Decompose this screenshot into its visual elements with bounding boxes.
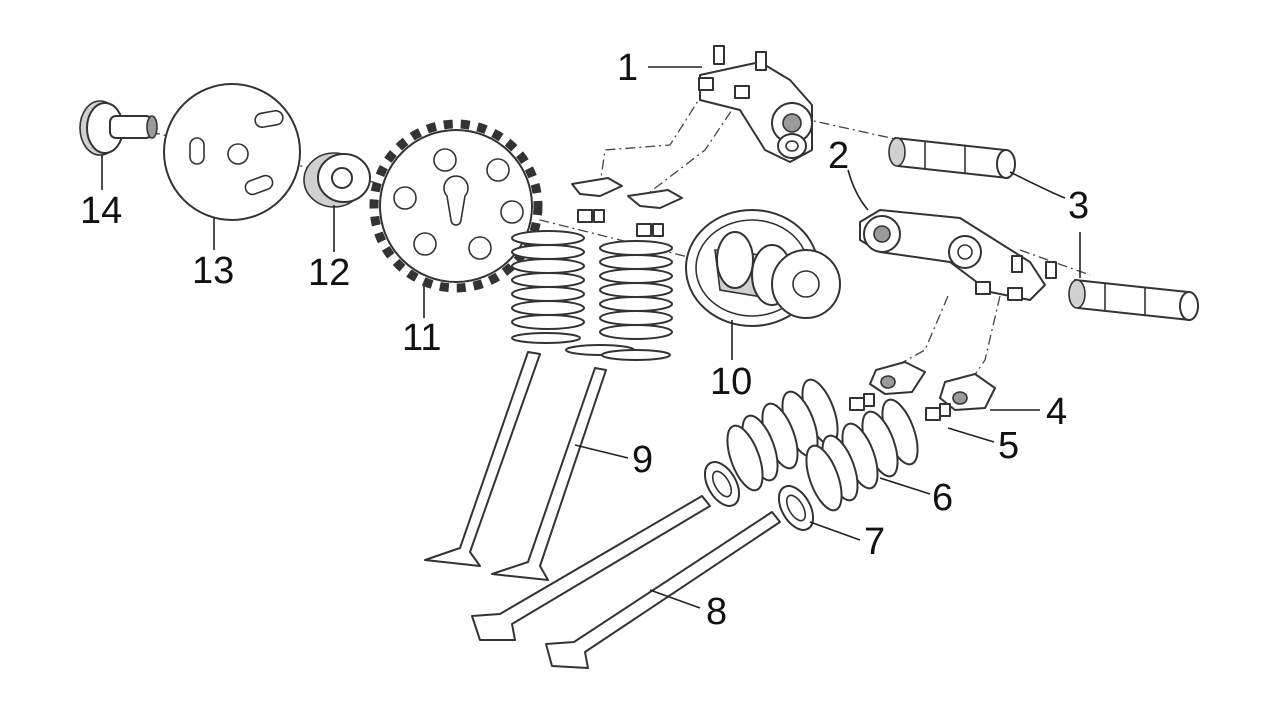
callout-3: 3: [1068, 185, 1089, 227]
callout-7: 7: [864, 521, 885, 563]
upper-valve-retainers: [571, 177, 683, 237]
part-3-rocker-shaft-upper: [888, 137, 1016, 179]
part-8-valves: [471, 495, 781, 669]
callout-1: 1: [617, 47, 638, 89]
part-6-springs: [726, 378, 919, 512]
callout-8: 8: [706, 591, 727, 633]
part-10-camshaft: [685, 209, 841, 327]
callout-4: 4: [1046, 391, 1067, 433]
part-13-plate: [163, 83, 301, 221]
callout-9: 9: [632, 439, 653, 481]
callout-10: 10: [710, 361, 752, 403]
part-5-keepers: [849, 393, 951, 421]
part-3-rocker-shaft-lower: [1068, 279, 1199, 321]
callout-12: 12: [308, 252, 350, 294]
callout-labels: 1 2 3 4 5 6 7 8 9 10 11 12 13 14: [80, 47, 1089, 633]
part-12-bushing: [303, 152, 371, 208]
part-7-seats: [703, 461, 815, 531]
part-4-retainers: [869, 361, 996, 411]
callout-13: 13: [192, 250, 234, 292]
part-2-rocker-arm: [859, 209, 1057, 301]
callout-11: 11: [402, 317, 441, 359]
callout-2: 2: [828, 135, 849, 177]
part-14-pin: [79, 100, 158, 156]
callout-6: 6: [932, 477, 953, 519]
part-1-rocker-arm: [698, 45, 813, 163]
callout-14: 14: [80, 190, 122, 232]
part-11-sprocket: [369, 119, 543, 293]
leader-lines: [101, 66, 1081, 609]
upper-valve-springs: [511, 230, 673, 361]
part-9-valves: [424, 351, 607, 581]
callout-5: 5: [998, 425, 1019, 467]
